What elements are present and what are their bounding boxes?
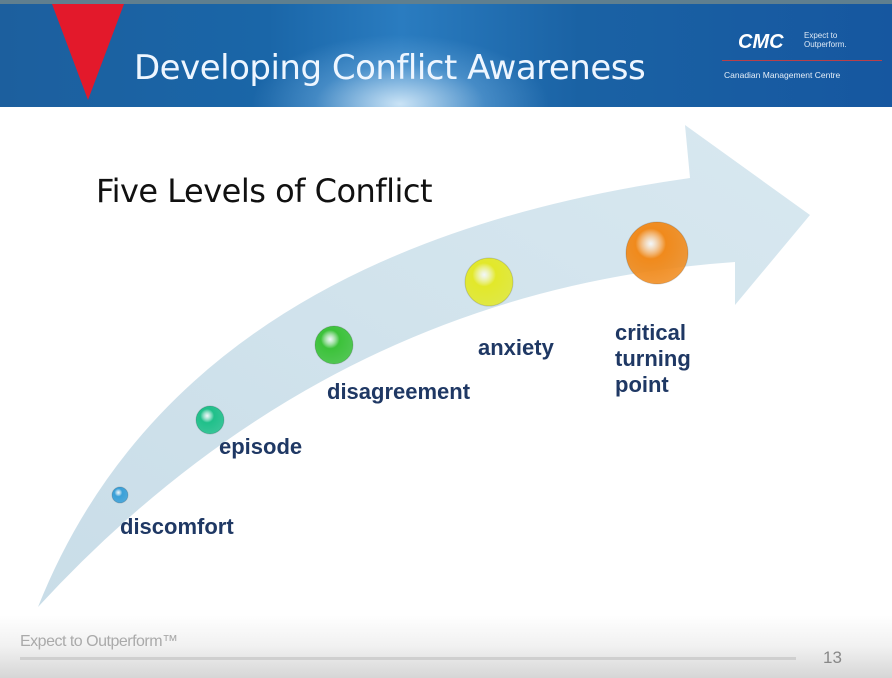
slide-header: Developing Conflict Awareness CMC Expect… <box>0 0 892 107</box>
level-label-anxiety: anxiety <box>478 335 554 360</box>
header-glow <box>250 34 550 107</box>
logo-tagline: Expect to Outperform. <box>804 31 847 49</box>
red-triangle-decoration <box>52 4 124 100</box>
level-label-disagreement: disagreement <box>327 379 471 404</box>
logo-org: Canadian Management Centre <box>724 70 841 80</box>
logo-divider <box>722 60 882 61</box>
footer-divider <box>20 657 796 660</box>
footer-tagline: Expect to Outperform™ <box>20 633 178 650</box>
slide-subtitle: Five Levels of Conflict <box>96 172 432 210</box>
level-marker-discomfort <box>111 486 129 504</box>
logo-text: CMC <box>738 31 784 53</box>
level-marker-critical-turning-point <box>625 221 689 285</box>
slide-footer: Expect to Outperform™ 13 <box>0 615 892 678</box>
slide-title: Developing Conflict Awareness <box>134 48 646 88</box>
level-marker-episode <box>195 405 225 435</box>
level-marker-disagreement <box>314 325 354 365</box>
curved-arrow <box>38 125 810 607</box>
level-marker-anxiety <box>464 257 514 307</box>
page-number: 13 <box>823 648 842 667</box>
level-label-critical-turning-point: critical turning point <box>615 320 691 397</box>
level-label-discomfort: discomfort <box>120 514 234 539</box>
cmc-logo: CMC Expect to Outperform. Canadian Manag… <box>722 28 882 88</box>
level-label-episode: episode <box>219 434 303 459</box>
